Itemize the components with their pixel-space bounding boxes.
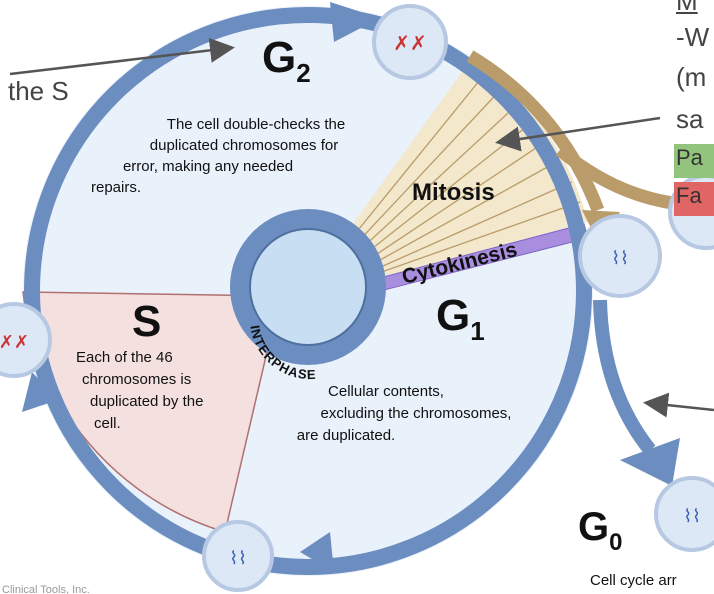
g2-label: G2 [262, 33, 311, 88]
right-note-heading: M [676, 0, 698, 16]
mitosis-arrow-band [466, 50, 605, 213]
pass-label: Pa [674, 144, 714, 178]
cell-icon-cytokinesis: ⌇⌇ [578, 214, 662, 298]
right-note-line-2: (m [676, 62, 707, 92]
svg-text:⌇⌇: ⌇⌇ [611, 248, 629, 269]
svg-text:The cell double-checks the: The cell double-checks the [167, 116, 345, 133]
svg-text:✗✗: ✗✗ [393, 31, 427, 55]
bottom-ring-arrowhead [300, 532, 334, 572]
outer-cycle-ring [24, 7, 592, 575]
mitosis-stripes [349, 69, 581, 275]
cell-icon-g1-bottom: ⌇⌇ [202, 520, 274, 592]
svg-text:duplicated by the: duplicated by the [90, 393, 203, 410]
top-ring-arrowhead [330, 2, 380, 42]
left-note-fragment: the S [8, 76, 69, 106]
svg-text:⌇⌇: ⌇⌇ [683, 506, 701, 527]
svg-text:duplicated chromosomes for: duplicated chromosomes for [150, 137, 338, 154]
svg-text:excluding the chromosomes,: excluding the chromosomes, [321, 405, 512, 422]
svg-text:chromosomes is: chromosomes is [82, 371, 191, 388]
cell-icon-g2: ✗✗ [372, 4, 448, 80]
g2-description: The cell double-checks the duplicated ch… [91, 116, 345, 196]
svg-text:repairs.: repairs. [91, 179, 141, 196]
g0-caption: Cell cycle arr [590, 572, 677, 589]
svg-text:are duplicated.: are duplicated. [297, 427, 395, 444]
interphase-core-edge [249, 228, 367, 346]
g0-label: G0 [578, 505, 622, 556]
svg-text:Cellular contents,: Cellular contents, [328, 383, 444, 400]
watermark: Clinical Tools, Inc. [2, 584, 90, 594]
svg-text:Each of the 46: Each of the 46 [76, 349, 173, 366]
s-label: S [132, 297, 161, 346]
fail-label: Fa [674, 182, 714, 216]
pointer-arrow-right-top [495, 116, 661, 152]
svg-text:cell.: cell. [94, 415, 121, 432]
g0-branch-arrow [593, 299, 656, 455]
s-description: Each of the 46 chromosomes is duplicated… [76, 349, 203, 432]
mitosis-label: Mitosis [412, 179, 495, 206]
pointer-arrow-right-bottom [643, 392, 714, 418]
pointer-arrow-left [9, 37, 235, 76]
svg-text:⌇⌇: ⌇⌇ [229, 548, 247, 569]
g0-branch-arrowhead [620, 438, 680, 486]
cell-icon-s: ✗✗ [0, 302, 52, 378]
svg-text:✗✗: ✗✗ [0, 332, 29, 353]
right-note-line-1: -W [676, 22, 710, 52]
left-ring-arrowhead [22, 372, 58, 412]
cell-icon-g0: ⌇⌇ [654, 476, 714, 552]
svg-text:error, making any needed: error, making any needed [123, 158, 293, 175]
interphase-core [250, 229, 366, 345]
right-note-line-3: sa [676, 104, 704, 134]
g1-description: Cellular contents, excluding the chromos… [297, 383, 512, 444]
g1-label: G1 [436, 291, 485, 346]
